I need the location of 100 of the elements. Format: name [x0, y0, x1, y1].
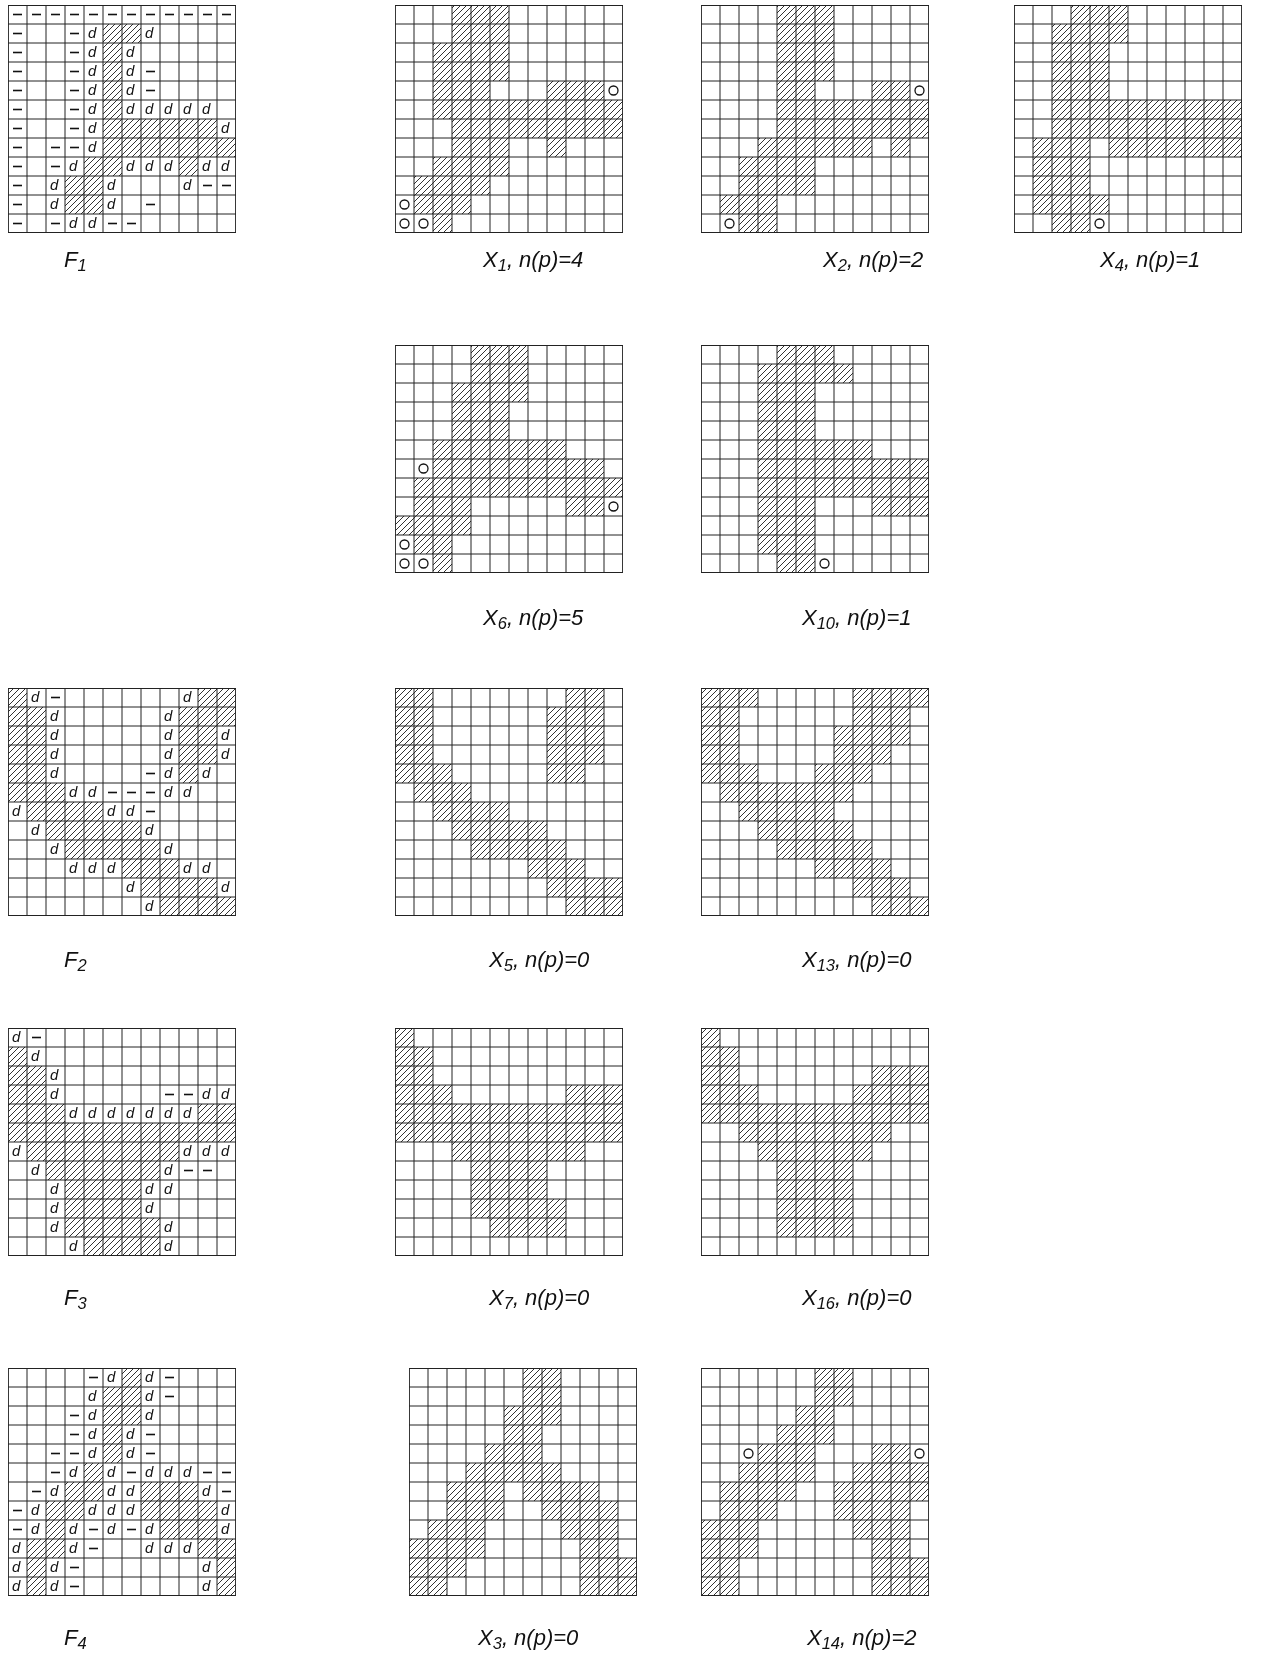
cell-mark: d [88, 1445, 97, 1460]
cell-mark: d [145, 1388, 154, 1403]
cell-mark: d [50, 1200, 59, 1215]
cell-mark: d [164, 708, 173, 723]
cell-mark: d [145, 1181, 154, 1196]
cell-mark: d [164, 765, 173, 780]
cell-mark: d [202, 158, 211, 173]
cell-mark: d [145, 898, 154, 913]
cell-mark: d [31, 1048, 40, 1063]
cell-mark: d [50, 765, 59, 780]
cell-mark: d [31, 689, 40, 704]
cell-mark: d [202, 101, 211, 116]
cell-mark: d [126, 101, 135, 116]
cell-mark: d [145, 25, 154, 40]
cell-mark: d [126, 803, 135, 818]
cell-mark: d [88, 215, 97, 230]
cell-mark: d [126, 1502, 135, 1517]
cell-mark: d [50, 1067, 59, 1082]
cell-mark: d [88, 25, 97, 40]
figure-caption: X$_{16}$, n(p)=0 [802, 1284, 912, 1312]
cell-mark: d [31, 1162, 40, 1177]
cell-mark: d [50, 196, 59, 211]
cell-mark: d [183, 101, 192, 116]
cell-mark: d [221, 1502, 230, 1517]
cell-mark: d [12, 1578, 21, 1593]
cell-mark: d [88, 120, 97, 135]
cell-mark: d [69, 1105, 78, 1120]
cell-mark: d [126, 1483, 135, 1498]
cell-mark: d [50, 708, 59, 723]
cell-mark: d [126, 158, 135, 173]
cell-mark: d [88, 44, 97, 59]
cell-mark: d [88, 860, 97, 875]
cell-mark: d [126, 1105, 135, 1120]
figure-caption: X$_{3}$, n(p)=0 [478, 1624, 579, 1652]
cell-mark: d [69, 1540, 78, 1555]
figure-caption: X$_{4}$, n(p)=1 [1100, 246, 1201, 274]
cell-mark: d [88, 63, 97, 78]
cell-mark: d [164, 1105, 173, 1120]
cell-mark: d [183, 1464, 192, 1479]
cell-mark: d [164, 727, 173, 742]
cell-mark: d [31, 1502, 40, 1517]
cell-mark: d [145, 1540, 154, 1555]
figure-caption: X$_{7}$, n(p)=0 [489, 1284, 590, 1312]
cell-mark: d [107, 803, 116, 818]
cell-mark: d [69, 215, 78, 230]
cell-mark: d [202, 1559, 211, 1574]
cell-mark: d [12, 1559, 21, 1574]
cell-mark: d [107, 1521, 116, 1536]
cell-mark: d [88, 1105, 97, 1120]
cell-mark: d [164, 1181, 173, 1196]
cell-mark: d [12, 1540, 21, 1555]
cell-mark: d [12, 1143, 21, 1158]
figure-caption: F$_{2}$ [64, 946, 87, 974]
cell-mark: d [164, 746, 173, 761]
figure-caption: X$_{2}$, n(p)=2 [823, 246, 924, 274]
cell-mark: d [31, 822, 40, 837]
cell-mark: d [221, 727, 230, 742]
cell-mark: d [145, 101, 154, 116]
cell-mark: d [145, 1105, 154, 1120]
cell-mark: d [164, 101, 173, 116]
cell-mark: d [12, 803, 21, 818]
cell-mark: d [69, 860, 78, 875]
cell-mark: d [88, 1388, 97, 1403]
cell-mark: d [221, 879, 230, 894]
cell-mark: d [164, 1540, 173, 1555]
cell-mark: d [126, 1445, 135, 1460]
cell-mark: d [183, 860, 192, 875]
cell-mark: d [164, 841, 173, 856]
cell-mark: d [126, 879, 135, 894]
cell-mark: d [50, 1219, 59, 1234]
cell-mark: d [69, 1521, 78, 1536]
cell-mark: d [183, 1540, 192, 1555]
cell-mark: d [69, 1464, 78, 1479]
cell-mark: d [202, 1483, 211, 1498]
cell-mark: d [145, 1464, 154, 1479]
figure-caption: F$_{4}$ [64, 1624, 87, 1652]
cell-mark: d [69, 784, 78, 799]
cell-mark: d [69, 158, 78, 173]
cell-mark: d [50, 746, 59, 761]
cell-mark: d [88, 82, 97, 97]
cell-mark: d [50, 1086, 59, 1101]
cell-mark: d [88, 784, 97, 799]
cell-mark: d [126, 1426, 135, 1441]
cell-mark: d [88, 1407, 97, 1422]
cell-mark: d [88, 139, 97, 154]
cell-mark: d [107, 1502, 116, 1517]
cell-mark: d [126, 82, 135, 97]
cell-mark: d [107, 860, 116, 875]
cell-mark: d [107, 1105, 116, 1120]
figure-caption: X$_{14}$, n(p)=2 [807, 1624, 917, 1652]
cell-mark: d [88, 101, 97, 116]
cell-mark: d [202, 1578, 211, 1593]
cell-mark: d [69, 1238, 78, 1253]
figure-caption: X$_{5}$, n(p)=0 [489, 946, 590, 974]
cell-mark: d [202, 1086, 211, 1101]
cell-mark: d [221, 158, 230, 173]
cell-mark: d [107, 177, 116, 192]
cell-mark: d [221, 1086, 230, 1101]
cell-mark: d [164, 1162, 173, 1177]
cell-mark: d [221, 120, 230, 135]
